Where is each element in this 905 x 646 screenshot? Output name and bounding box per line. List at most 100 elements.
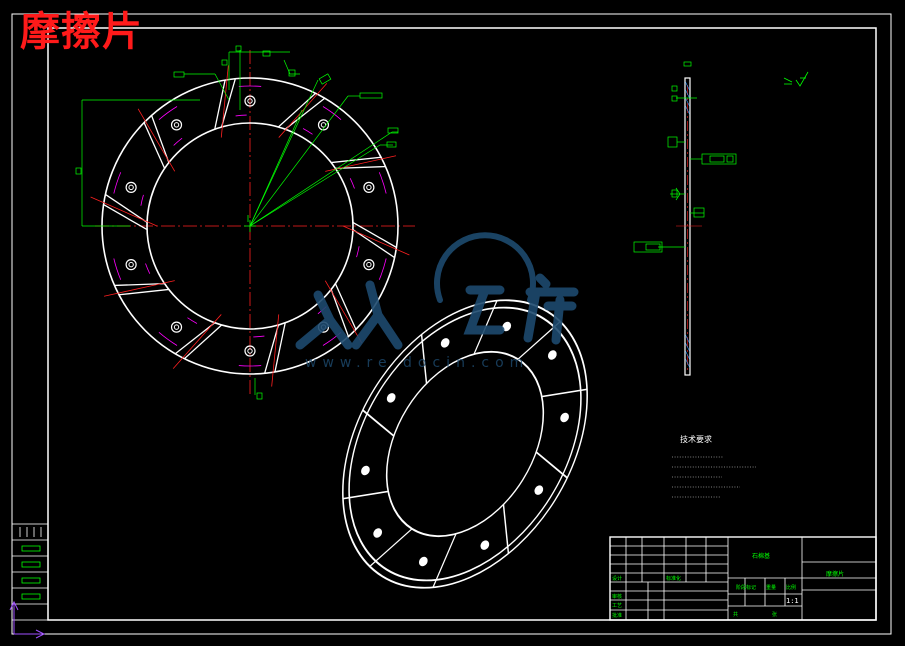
hatch-arc [302,128,313,135]
rivet-hole-inner [128,184,134,191]
groove-edge [103,204,148,231]
groove-centerline [172,314,222,369]
title-block [609,536,877,621]
iso-groove [541,388,588,398]
groove-edge [330,289,350,337]
rivet-hole-outer [363,259,375,271]
iso-groove [342,490,389,500]
hatch-arc [378,258,387,280]
iso-rivet-hole [480,540,490,550]
groove-edge [352,221,397,248]
technical-requirements: 技术要求 [672,434,756,498]
left-revision-strip [11,523,49,621]
groove-centerline [271,314,280,387]
hatch-arc [173,137,183,146]
iso-groove [535,451,568,479]
title-block-part-name: 摩擦片 [826,570,844,578]
rivet-hole-inner [366,184,372,191]
iso-rivet-hole [560,412,569,423]
rivet-hole-outer [125,181,137,193]
center-mark [244,215,256,232]
rivet-hole-inner [173,324,180,330]
title-block-process-label: 工艺 [612,603,622,609]
groove-centerline [278,83,328,138]
hatch-arc [349,178,355,189]
groove-edge [114,282,165,287]
iso-groove [369,528,413,568]
title-block-standard-label: 标准化 [666,575,681,582]
iso-groove [420,334,428,384]
hatch-arc [235,114,247,117]
title-block-material: 石棉基 [752,552,770,560]
hatch-arc [145,263,151,274]
title-block-sheet-right: 张 [772,611,777,618]
hatch-arc [378,172,387,194]
rivet-hole-outer [170,321,183,333]
drawing-title: 摩擦片 [20,9,143,55]
inner-frame [47,27,877,621]
iso-groove [502,504,510,554]
rivet-hole-inner [247,98,253,104]
iso-rivet-hole [418,556,428,567]
title-block-weight-label: 重量 [766,584,776,591]
rivet-hole-inner [173,122,180,128]
hatch-arc [356,246,360,258]
title-block-sheet-left: 共 [733,611,738,618]
rivet-hole-inner [366,261,372,268]
rivet-hole-inner [320,122,327,128]
groove-edge [264,324,280,374]
hatch-arc [322,106,342,120]
iso-rivet-hole [502,321,512,332]
hatch-arc [113,172,122,194]
groove-edge [105,193,148,223]
hatch-arc [253,335,265,338]
groove-edge [143,122,166,169]
friction-disc-side-view [633,61,737,376]
rivet-hole-outer [363,181,375,193]
hatch-arc [158,106,178,120]
iso-rivet-hole [386,393,396,403]
iso-groove [362,409,395,437]
groove-edge [284,97,326,130]
iso-rivet-hole [361,465,370,476]
groove-edge [183,324,223,360]
groove-centerline [342,225,410,256]
groove-centerline [137,108,176,172]
groove-centerline [324,280,363,344]
rivet-hole-inner [247,348,253,354]
title-block-scale-label: 比例 [786,584,796,591]
groove-edge [174,322,216,355]
friction-disc-isometric-view [342,299,588,589]
groove-edge [274,322,286,373]
outer-frame [11,13,892,635]
title-block-scale-value: 1:1 [786,597,799,605]
friction-disc-front-view [75,45,415,400]
surface-roughness-symbol [783,71,809,87]
hatch-arc [158,332,178,346]
rivet-hole-inner [128,261,134,268]
inner-ring-edge [146,122,354,330]
dimension-lines [75,45,399,400]
groove-edge [334,283,357,330]
groove-edge [214,79,226,130]
groove-edge [118,288,169,296]
iso-rivet-hole [373,528,383,538]
groove-edge [220,78,236,128]
groove-edge [150,115,170,163]
iso-rivet-hole [440,338,450,348]
iso-rivet-hole [547,350,557,360]
groove-centerline [103,280,175,297]
watermark-url: www.re docin.com [305,355,530,371]
title-block-check-label: 审核 [612,593,622,600]
rivet-hole-outer [244,345,256,357]
ucs-axis-icon [9,600,46,639]
iso-rivet-hole [534,485,544,495]
title-block-design-label: 设计 [612,575,622,582]
title-block-labels: 石棉基 摩擦片 阶段标记 重量 比例 1:1 共 张 设计 标准化 审核 工艺 … [612,552,844,619]
hatch-arc [140,194,144,206]
groove-edge [335,165,386,170]
rivet-hole-outer [244,95,256,107]
groove-centerline [220,65,229,138]
rivet-hole-outer [125,259,137,271]
